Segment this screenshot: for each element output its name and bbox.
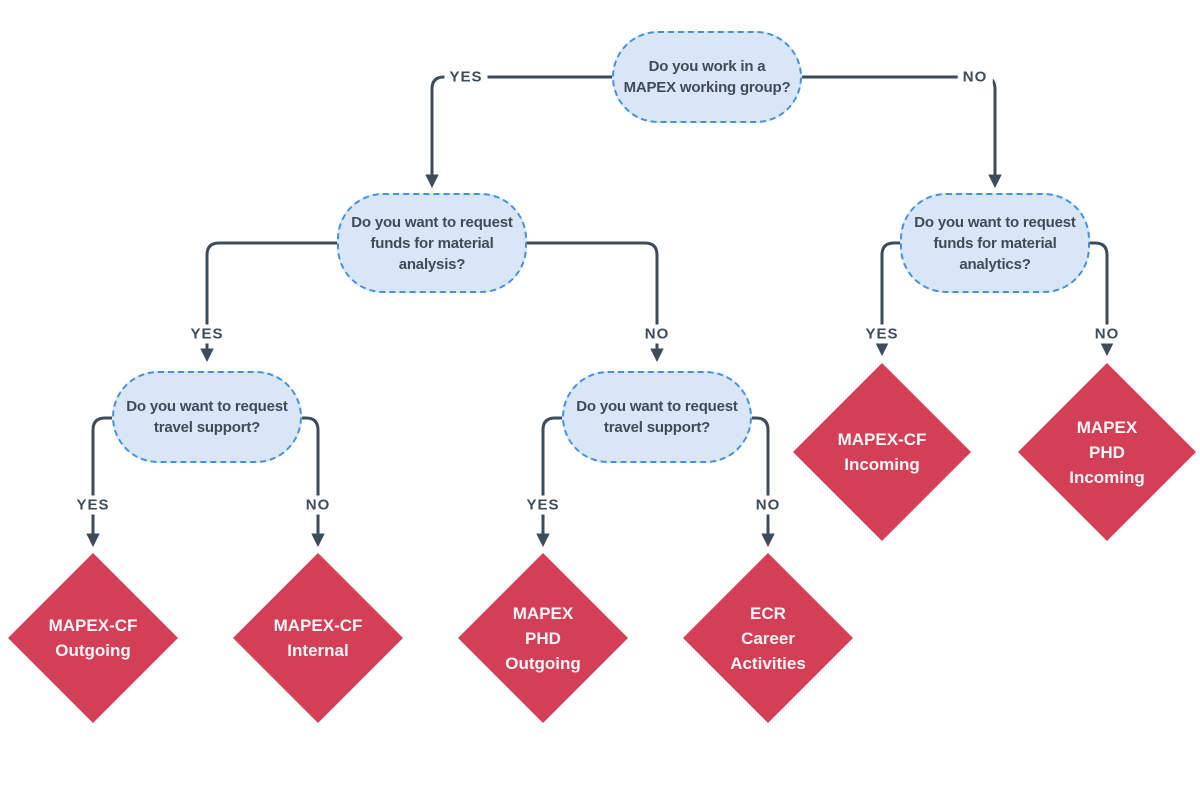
edge-travel-mid-no [752,416,775,548]
edge-label-no: NO [750,495,786,515]
decision-node-travel-mid: Do you want to request travel support? [562,371,752,463]
decision-node-text: Do you want to request [351,213,513,231]
outcome-text: PHD [525,628,561,648]
outcome-text: MAPEX-CF [273,616,363,635]
outcome-text: Activities [730,653,806,673]
edge-root-no [802,75,1002,189]
edge-label-yes: YES [444,67,488,87]
edge-analytics-yes [875,241,900,357]
edge-analytics-no [1090,241,1114,357]
outcome-text: Outgoing [505,653,581,673]
decision-node-text: Do you work in a [648,58,766,75]
decision-node-text: analysis? [398,255,466,273]
outcome-text: Career [741,628,795,648]
edge-analysis-yes [200,241,337,363]
outcome-text: MAPEX [512,603,574,623]
outcome-text: Incoming [1069,467,1145,487]
outcome-text: Internal [287,641,349,660]
outcome-text: MAPEX-CF [48,616,138,635]
outcome-text: ECR [750,603,786,623]
edge-travel-left-no [302,416,325,548]
outcome-text: MAPEX-CF [837,430,927,449]
decision-node-text: funds for material [370,234,494,252]
edge-travel-left-yes [86,416,112,548]
decision-node-text: Do you want to request [576,398,738,415]
edge-label-no: NO [957,67,993,87]
decision-node-text: travel support? [153,419,261,436]
decision-node-text: Do you want to request [914,213,1076,231]
outcome-text: PHD [1089,442,1125,462]
decision-node-text: travel support? [603,419,711,436]
decision-node-travel-left: Do you want to request travel support? [112,371,302,463]
edge-label-yes: YES [185,324,229,344]
edge-label-yes: YES [860,324,904,344]
edge-travel-mid-yes [536,416,562,548]
decision-node-text: funds for material [933,234,1057,252]
decision-node-text: analytics? [959,255,1031,273]
outcome-text: MAPEX [1076,417,1138,437]
edge-label-no: NO [639,324,675,344]
outcome-text: Outgoing [55,641,131,660]
decision-node-text: MAPEX working group? [623,79,791,96]
decision-node-funds-analysis: Do you want to request funds for materia… [337,193,527,293]
edge-root-yes [425,75,612,189]
outcome-text: Incoming [844,455,920,474]
decision-node-root: Do you work in a MAPEX working group? [612,31,802,123]
decision-node-text: Do you want to request [126,398,288,415]
edge-label-no: NO [300,495,336,515]
edge-label-yes: YES [521,495,565,515]
edge-label-no: NO [1089,324,1125,344]
decision-node-funds-analytics: Do you want to request funds for materia… [900,193,1090,293]
edge-label-yes: YES [71,495,115,515]
edge-analysis-no [527,241,664,363]
